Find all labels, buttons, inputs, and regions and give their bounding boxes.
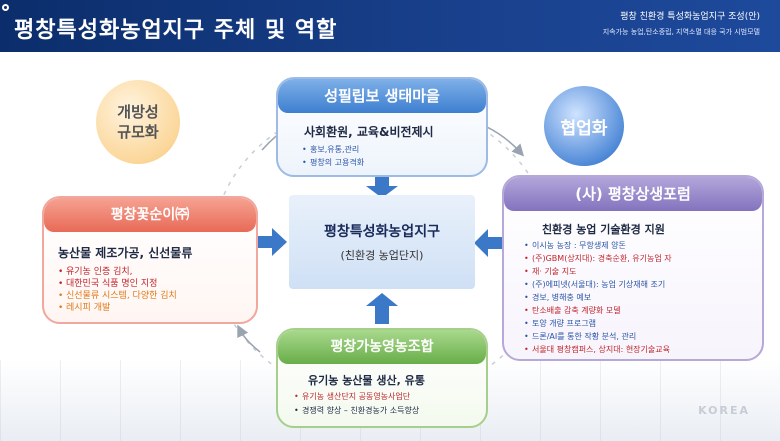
panel-bottom-bullets: 유기농 생산단지 공동영농사업단 경쟁력 향상 – 친환경농가 소득향상 [294,390,419,418]
panel-right-subtitle: 친환경 농업 기술환경 지원 [542,223,665,236]
panel-right-bullets: 이시농 농장 : 무항생제 양돈 (주)GBM(상지대): 경축순환, 유기농업… [524,239,672,356]
panel-top-title: 성필립보 생태마을 [278,79,486,113]
list-item: 평창의 고용격화 [302,156,364,169]
list-item: 서울대 평창캠퍼스, 상지대: 현장기술교육 [524,343,672,356]
list-item: 대한민국 식품 명인 지정 [58,278,177,290]
list-item: 유기농 인증 김치, [58,266,177,278]
center-district-box: 평창특성화농업지구 (친환경 농업단지) [289,195,475,289]
list-item: 레시피 개발 [58,302,177,314]
panel-bottom-subtitle: 유기농 농산물 생산, 유통 [308,374,425,387]
center-subtitle: (친환경 농업단지) [340,249,424,262]
header-dot-icon [2,4,9,11]
list-item: 이시농 농장 : 무항생제 양돈 [524,239,672,252]
circle-left-line2: 규모화 [117,123,159,141]
list-item: 경쟁력 향상 – 친환경농가 소득향상 [294,404,419,418]
header-bar: 평창특성화농업지구 주체 및 역할 평창 친환경 특성화농업지구 조성(안) 지… [0,0,780,52]
list-item: (주)에피넷(서울대): 농업 기상재해 조기 [524,278,672,291]
circle-left-line1: 개방성 [117,103,159,121]
panel-top-village: 성필립보 생태마을 사회환원, 교육&비전제시 홍보,유통,관리 평창의 고용격… [276,77,488,177]
list-item: 신선물류 시스템, 다양한 김치 [58,290,177,302]
panel-bottom-farm-union: 평창가농영농조합 유기농 농산물 생산, 유통 유기농 생산단지 공동영농사업단… [276,328,488,428]
circle-collaboration: 협업화 [544,86,624,166]
circle-openness-scale: 개방성 규모화 [96,80,180,164]
panel-right-forum: (사) 평창상생포럼 친환경 농업 기술환경 지원 이시농 농장 : 무항생제 … [502,175,764,361]
cycle-arrow-bottom-left [237,324,261,353]
header-subtitle: 평창 친환경 특성화농업지구 조성(안) [620,12,760,22]
panel-left-bullets: 유기농 인증 김치, 대한민국 식품 명인 지정 신선물류 시스템, 다양한 김… [58,266,177,314]
arrow-top-to-center [366,176,398,198]
list-item: 유기농 생산단지 공동영농사업단 [294,390,419,404]
arrow-bottom-to-center [366,293,398,324]
panel-top-subtitle: 사회환원, 교육&비전제시 [304,125,434,139]
panel-right-title: (사) 평창상생포럼 [504,177,762,211]
panel-bottom-title: 평창가농영농조합 [278,330,486,364]
panel-left-subtitle: 농산물 제조가공, 신선물류 [58,246,193,260]
list-item: 드론/AI를 통한 작황 분석, 관리 [524,330,672,343]
page-title: 평창특성화농업지구 주체 및 역할 [14,18,338,43]
list-item: 재· 기술 지도 [524,265,672,278]
panel-left-company: 평창꽃순이㈜ 농산물 제조가공, 신선물류 유기농 인증 김치, 대한민국 식품… [42,196,258,324]
panel-left-title: 평창꽃순이㈜ [44,198,256,232]
list-item: 토양 개량 프로그램 [524,317,672,330]
panel-top-bullets: 홍보,유통,관리 평창의 고용격화 [302,143,364,169]
center-title: 평창특성화농업지구 [324,224,440,240]
header-tagline: 지속가능 농업,탄소중립, 지역소멸 대응 국가 시범모델 [602,28,760,36]
list-item: 홍보,유통,관리 [302,143,364,156]
watermark: KOREA [698,404,750,417]
arrow-right-to-center [474,229,502,257]
arrow-left-to-center [258,228,287,256]
list-item: 경보, 병해충 예보 [524,291,672,304]
list-item: 탄소배출 감축 계량화 모델 [524,304,672,317]
list-item: (주)GBM(상지대): 경축순환, 유기농업 자 [524,252,672,265]
